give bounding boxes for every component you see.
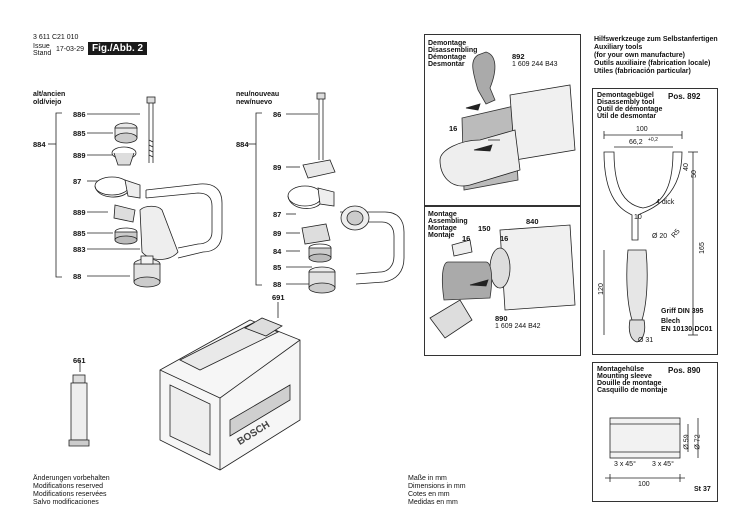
disassembly-line: Demontage	[428, 40, 467, 47]
footer-mid-line: Maße in mm	[408, 475, 447, 482]
old-part-label: 883	[73, 245, 86, 254]
assembly-ref: 840	[526, 217, 539, 226]
sleeve-chamfer-left: 3 x 45°	[614, 461, 636, 468]
aux-line: Auxiliary tools	[594, 44, 643, 51]
aux-line: Outils auxiliaire (fabrication locale)	[594, 60, 711, 67]
dim-100: 100	[636, 126, 648, 133]
assembly-ref: 16	[462, 234, 471, 243]
case-part-label: 691	[272, 293, 285, 302]
aux-line: Hilfswerkzeuge zum Selbstanfertigen	[594, 36, 718, 43]
bracket-line: Demontagebügel	[597, 92, 654, 99]
new-part-label: 88	[273, 280, 282, 289]
old-bracket-label: 884	[33, 140, 46, 149]
dim-10: 10	[634, 214, 642, 221]
dim-50: 50	[690, 170, 698, 178]
dim-165: 165	[698, 242, 706, 254]
new-title-2: new/nuevo	[236, 99, 273, 106]
grease-part-label: 661	[73, 356, 86, 365]
bracket-note: Blech	[661, 318, 681, 325]
issue-date: 17-03-29	[56, 46, 85, 53]
disassembly-tool-part: 892	[512, 52, 525, 61]
old-part-label: 889	[73, 151, 86, 160]
assembly-ref: 16	[500, 234, 509, 243]
footer-left-line: Modifications reservées	[33, 491, 107, 498]
new-part-label: 86	[273, 110, 282, 119]
aux-line: (for your own manufacture)	[594, 52, 686, 59]
sleeve-line: Douille de montage	[597, 380, 662, 387]
old-title-2: old/viejo	[33, 99, 62, 106]
disassembly-line: Desmontar	[428, 61, 465, 68]
sleeve-line: Mounting sleeve	[597, 373, 652, 380]
bracket-note: Griff DIN 395	[661, 308, 704, 315]
dim-66: 66,2	[629, 139, 643, 146]
old-part-label: 885	[73, 129, 86, 138]
old-part-label: 885	[73, 229, 86, 238]
dim-40: 40	[682, 163, 690, 171]
sleeve-material: St 37	[694, 486, 711, 493]
bracket-line: Disassembly tool	[597, 99, 655, 106]
sleeve-line: Montagehülse	[597, 366, 645, 373]
old-title-1: alt/ancien	[33, 91, 66, 98]
bracket-line: Útil de desmontar	[597, 113, 657, 120]
dim-thick: 4 dick	[656, 199, 675, 206]
footer-left-line: Modifications reserved	[33, 483, 104, 490]
sleeve-length: 100	[638, 481, 650, 488]
assembly-ref: 150	[478, 224, 491, 233]
new-part-label: 87	[273, 210, 282, 219]
assembly-line: Assembling	[428, 218, 468, 225]
assembly-line: Montage	[428, 225, 457, 232]
old-part-label: 889	[73, 208, 86, 217]
aux-line: Utiles (fabricación particular)	[594, 68, 691, 75]
dim-120: 120	[597, 283, 605, 295]
sleeve-dia72: Ø 72	[694, 434, 702, 450]
disassembly-line: Démontage	[428, 54, 467, 61]
new-bracket-label: 884	[236, 140, 249, 149]
bracket-pos: Pos. 892	[668, 92, 701, 101]
bracket-tool-panel	[592, 88, 718, 355]
footer-left-line: Änderungen vorbehalten	[33, 475, 110, 482]
old-part-label: 886	[73, 110, 86, 119]
new-part-label: 89	[273, 229, 282, 238]
dim-dia31: Ø 31	[638, 337, 654, 344]
assembly-line: Montage	[428, 211, 457, 218]
new-part-label: 89	[273, 163, 282, 172]
assembly-line: Montaje	[428, 232, 455, 239]
new-title-1: neu/nouveau	[236, 91, 280, 98]
assembly-tool-number: 1 609 244 B42	[495, 323, 541, 330]
bracket-note: EN 10130-DC01	[661, 326, 713, 333]
footer-mid-line: Cotes en mm	[408, 491, 450, 498]
sleeve-line: Casquillo de montaje	[597, 387, 668, 394]
sleeve-dia59: Ø 59	[683, 434, 691, 450]
footer-left-line: Salvo modificaciones	[33, 499, 99, 506]
new-part-label: 84	[273, 247, 282, 256]
sleeve-pos: Pos. 890	[668, 366, 701, 375]
old-part-label: 87	[73, 177, 82, 186]
bracket-line: Outil de démontage	[597, 106, 663, 113]
old-part-label: 88	[73, 272, 82, 281]
doc-number: 3 611 C21 010	[33, 34, 79, 41]
disassembly-tool-number: 1 609 244 B43	[512, 61, 558, 68]
footer-mid-line: Dimensions in mm	[408, 483, 466, 490]
disassembly-line: Disassembling	[428, 47, 478, 54]
new-part-label: 85	[273, 263, 282, 272]
dim-tolerance: +0,2	[648, 137, 658, 143]
dim-dia20: Ø 20	[652, 233, 668, 240]
issue-label: Issue	[33, 43, 50, 50]
footer-mid-line: Medidas en mm	[408, 499, 458, 506]
disassembly-ref: 16	[449, 124, 458, 133]
sleeve-chamfer-right: 3 x 45°	[652, 461, 674, 468]
stand-label: Stand	[33, 50, 52, 57]
figure-badge: Fig./Abb. 2	[88, 42, 148, 55]
assembly-tool-part: 890	[495, 314, 508, 323]
